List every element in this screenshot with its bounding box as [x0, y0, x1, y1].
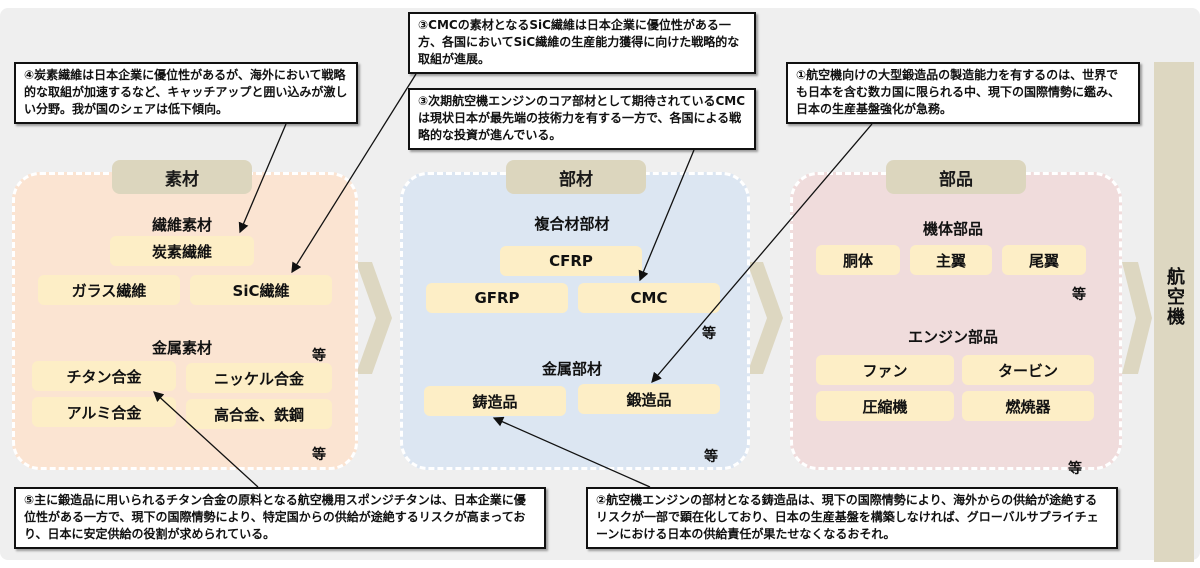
metal-materials-etc-label: 等 — [312, 447, 326, 463]
aircraft-label: 航空機 — [1164, 267, 1185, 327]
note-cmc: ③次期航空機エンジンのコア部材として期待されているCMCは現状日本が最先端の技術… — [408, 88, 756, 150]
parts-title: 部品 — [886, 160, 1026, 194]
note-castings: ②航空機エンジンの部材となる鋳造品は、現下の国際情勢により、海外からの供給が途絶… — [586, 487, 1118, 549]
composite-components-heading: 複合材部材 — [534, 215, 610, 233]
combustor-item: 燃焼器 — [962, 391, 1094, 421]
tail-wing-item: 尾翼 — [1002, 245, 1086, 275]
note-sic-fiber: ③CMCの素材となるSiC繊維は日本企業に優位性がある一方、各国においてSiC繊… — [408, 12, 756, 74]
aluminum-alloy-item: アルミ合金 — [32, 397, 176, 427]
nickel-alloy-item: ニッケル合金 — [186, 363, 332, 393]
cfrp-item: CFRP — [500, 246, 642, 276]
aircraft-column: 航空機 — [1154, 62, 1194, 562]
engine-parts-etc-label: 等 — [1068, 461, 1082, 477]
engine-parts-heading: エンジン部品 — [907, 328, 998, 346]
high-alloy-steel-item: 高合金、鉄鋼 — [186, 399, 332, 429]
carbon-fiber-item: 炭素繊維 — [110, 236, 254, 266]
flow-arrow-2 — [747, 262, 783, 374]
arrow-note4-to-carbon-fiber — [238, 123, 287, 234]
sic-fiber-item: SiC繊維 — [190, 275, 332, 305]
note-forgings: ①航空機向けの大型鍛造品の製造能力を有するのは、世界でも日本を含む数カ国に限られ… — [786, 62, 1140, 124]
cmc-item: CMC — [578, 283, 720, 313]
flow-arrow-1 — [356, 262, 392, 374]
materials-title: 素材 — [112, 160, 252, 194]
castings-item: 鋳造品 — [424, 386, 566, 416]
fiber-etc-label: 等 — [312, 348, 326, 364]
titanium-alloy-item: チタン合金 — [32, 361, 176, 391]
metal-components-etc-label: 等 — [704, 449, 718, 465]
airframe-parts-heading: 機体部品 — [922, 220, 983, 238]
fiber-materials-heading: 繊維素材 — [151, 216, 212, 234]
main-wing-item: 主翼 — [910, 245, 992, 275]
fuselage-item: 胴体 — [816, 245, 900, 275]
fan-item: ファン — [816, 355, 954, 385]
components-title: 部材 — [506, 160, 646, 194]
arrow-note5-to-titanium — [153, 391, 259, 488]
glass-fiber-item: ガラス繊維 — [38, 275, 180, 305]
metal-materials-heading: 金属素材 — [151, 339, 212, 357]
arrow-note1-to-forgings — [651, 123, 873, 383]
turbine-item: タービン — [962, 355, 1094, 385]
flow-arrow-3 — [1122, 262, 1152, 374]
airframe-etc-label: 等 — [1072, 287, 1086, 303]
metal-components-heading: 金属部材 — [541, 360, 602, 378]
arrow-note3a-to-sic-fiber — [291, 73, 417, 274]
forgings-item: 鍛造品 — [578, 384, 720, 414]
composite-etc-label: 等 — [702, 326, 716, 342]
compressor-item: 圧縮機 — [816, 391, 954, 421]
gfrp-item: GFRP — [426, 283, 568, 313]
note-titanium-sponge: ⑤主に鍛造品に用いられるチタン合金の原料となる航空機用スポンジチタンは、日本企業… — [14, 487, 546, 549]
note-carbon-fiber: ④炭素繊維は日本企業に優位性があるが、海外において戦略的な取組が加速するなど、キ… — [14, 62, 358, 124]
arrow-note2-to-castings — [492, 416, 651, 488]
arrow-note3b-to-cmc — [638, 149, 695, 282]
